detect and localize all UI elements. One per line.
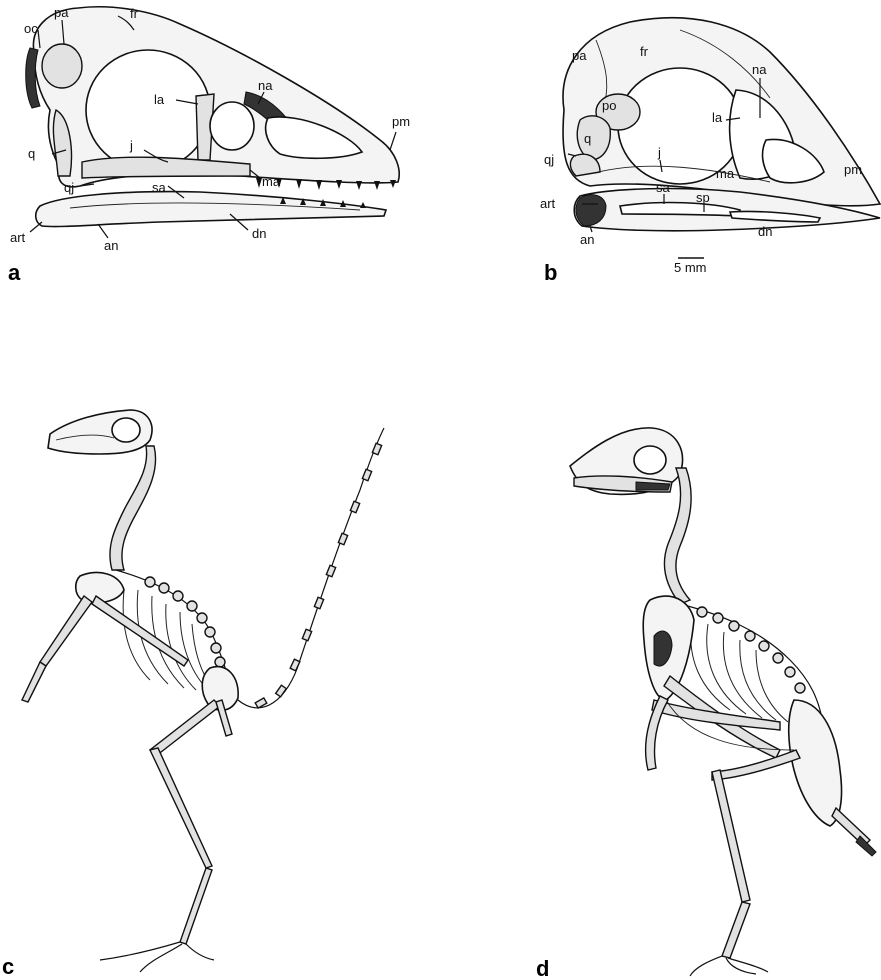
label-fr: fr [130,6,139,21]
neck-c [110,446,156,570]
label-na: na [752,62,767,77]
panel-c-skeleton: c [0,400,440,980]
panel-letter-b: b [544,260,557,285]
panel-b-skull: pa fr na po la q qj j ma pm art sa sp an… [440,0,881,300]
scale-bar-label: 5 mm [674,260,707,275]
label-sa: sa [152,180,167,195]
label-an: an [104,238,118,253]
hindlimb-d [646,696,668,770]
label-la: la [154,92,165,107]
label-fr: fr [640,44,649,59]
label-art: art [10,230,26,245]
label-oc: oc [24,21,38,36]
forelimb-c [40,596,92,666]
label-qj: qj [544,152,554,167]
label-pm: pm [844,162,862,177]
skull-a-drawing: oc pa fr na la pm q j ma qj sa art an dn… [0,0,440,300]
panel-letter-a: a [8,260,21,285]
hindlimb-c [150,700,220,756]
skeleton-c-drawing: c [0,400,440,980]
vertebrae-c [145,577,225,667]
label-dn: dn [758,224,772,239]
tail-c [238,428,384,708]
label-qj: qj [64,180,74,195]
label-j: j [129,138,133,153]
pelvis-d [789,700,842,826]
label-ma: ma [716,166,735,181]
label-pa: pa [572,48,587,63]
panel-letter-d: d [536,956,549,980]
label-q: q [584,131,591,146]
panel-letter-c: c [2,954,14,979]
label-sp: sp [696,190,710,205]
label-po: po [602,98,616,113]
label-pm: pm [392,114,410,129]
label-dn: dn [252,226,266,241]
panel-a-skull: oc pa fr na la pm q j ma qj sa art an dn… [0,0,440,300]
label-la: la [712,110,723,125]
skull-b-drawing: pa fr na po la q qj j ma pm art sa sp an… [440,0,881,300]
label-na: na [258,78,273,93]
skeleton-d-drawing: d [440,400,881,980]
label-art: art [540,196,556,211]
label-sa: sa [656,180,671,195]
label-pa: pa [54,5,69,20]
label-ma: ma [262,174,281,189]
label-q: q [28,146,35,161]
vertebrae-d [697,607,805,693]
panel-d-skeleton: d [440,400,881,980]
label-an: an [580,232,594,247]
label-j: j [657,145,661,160]
